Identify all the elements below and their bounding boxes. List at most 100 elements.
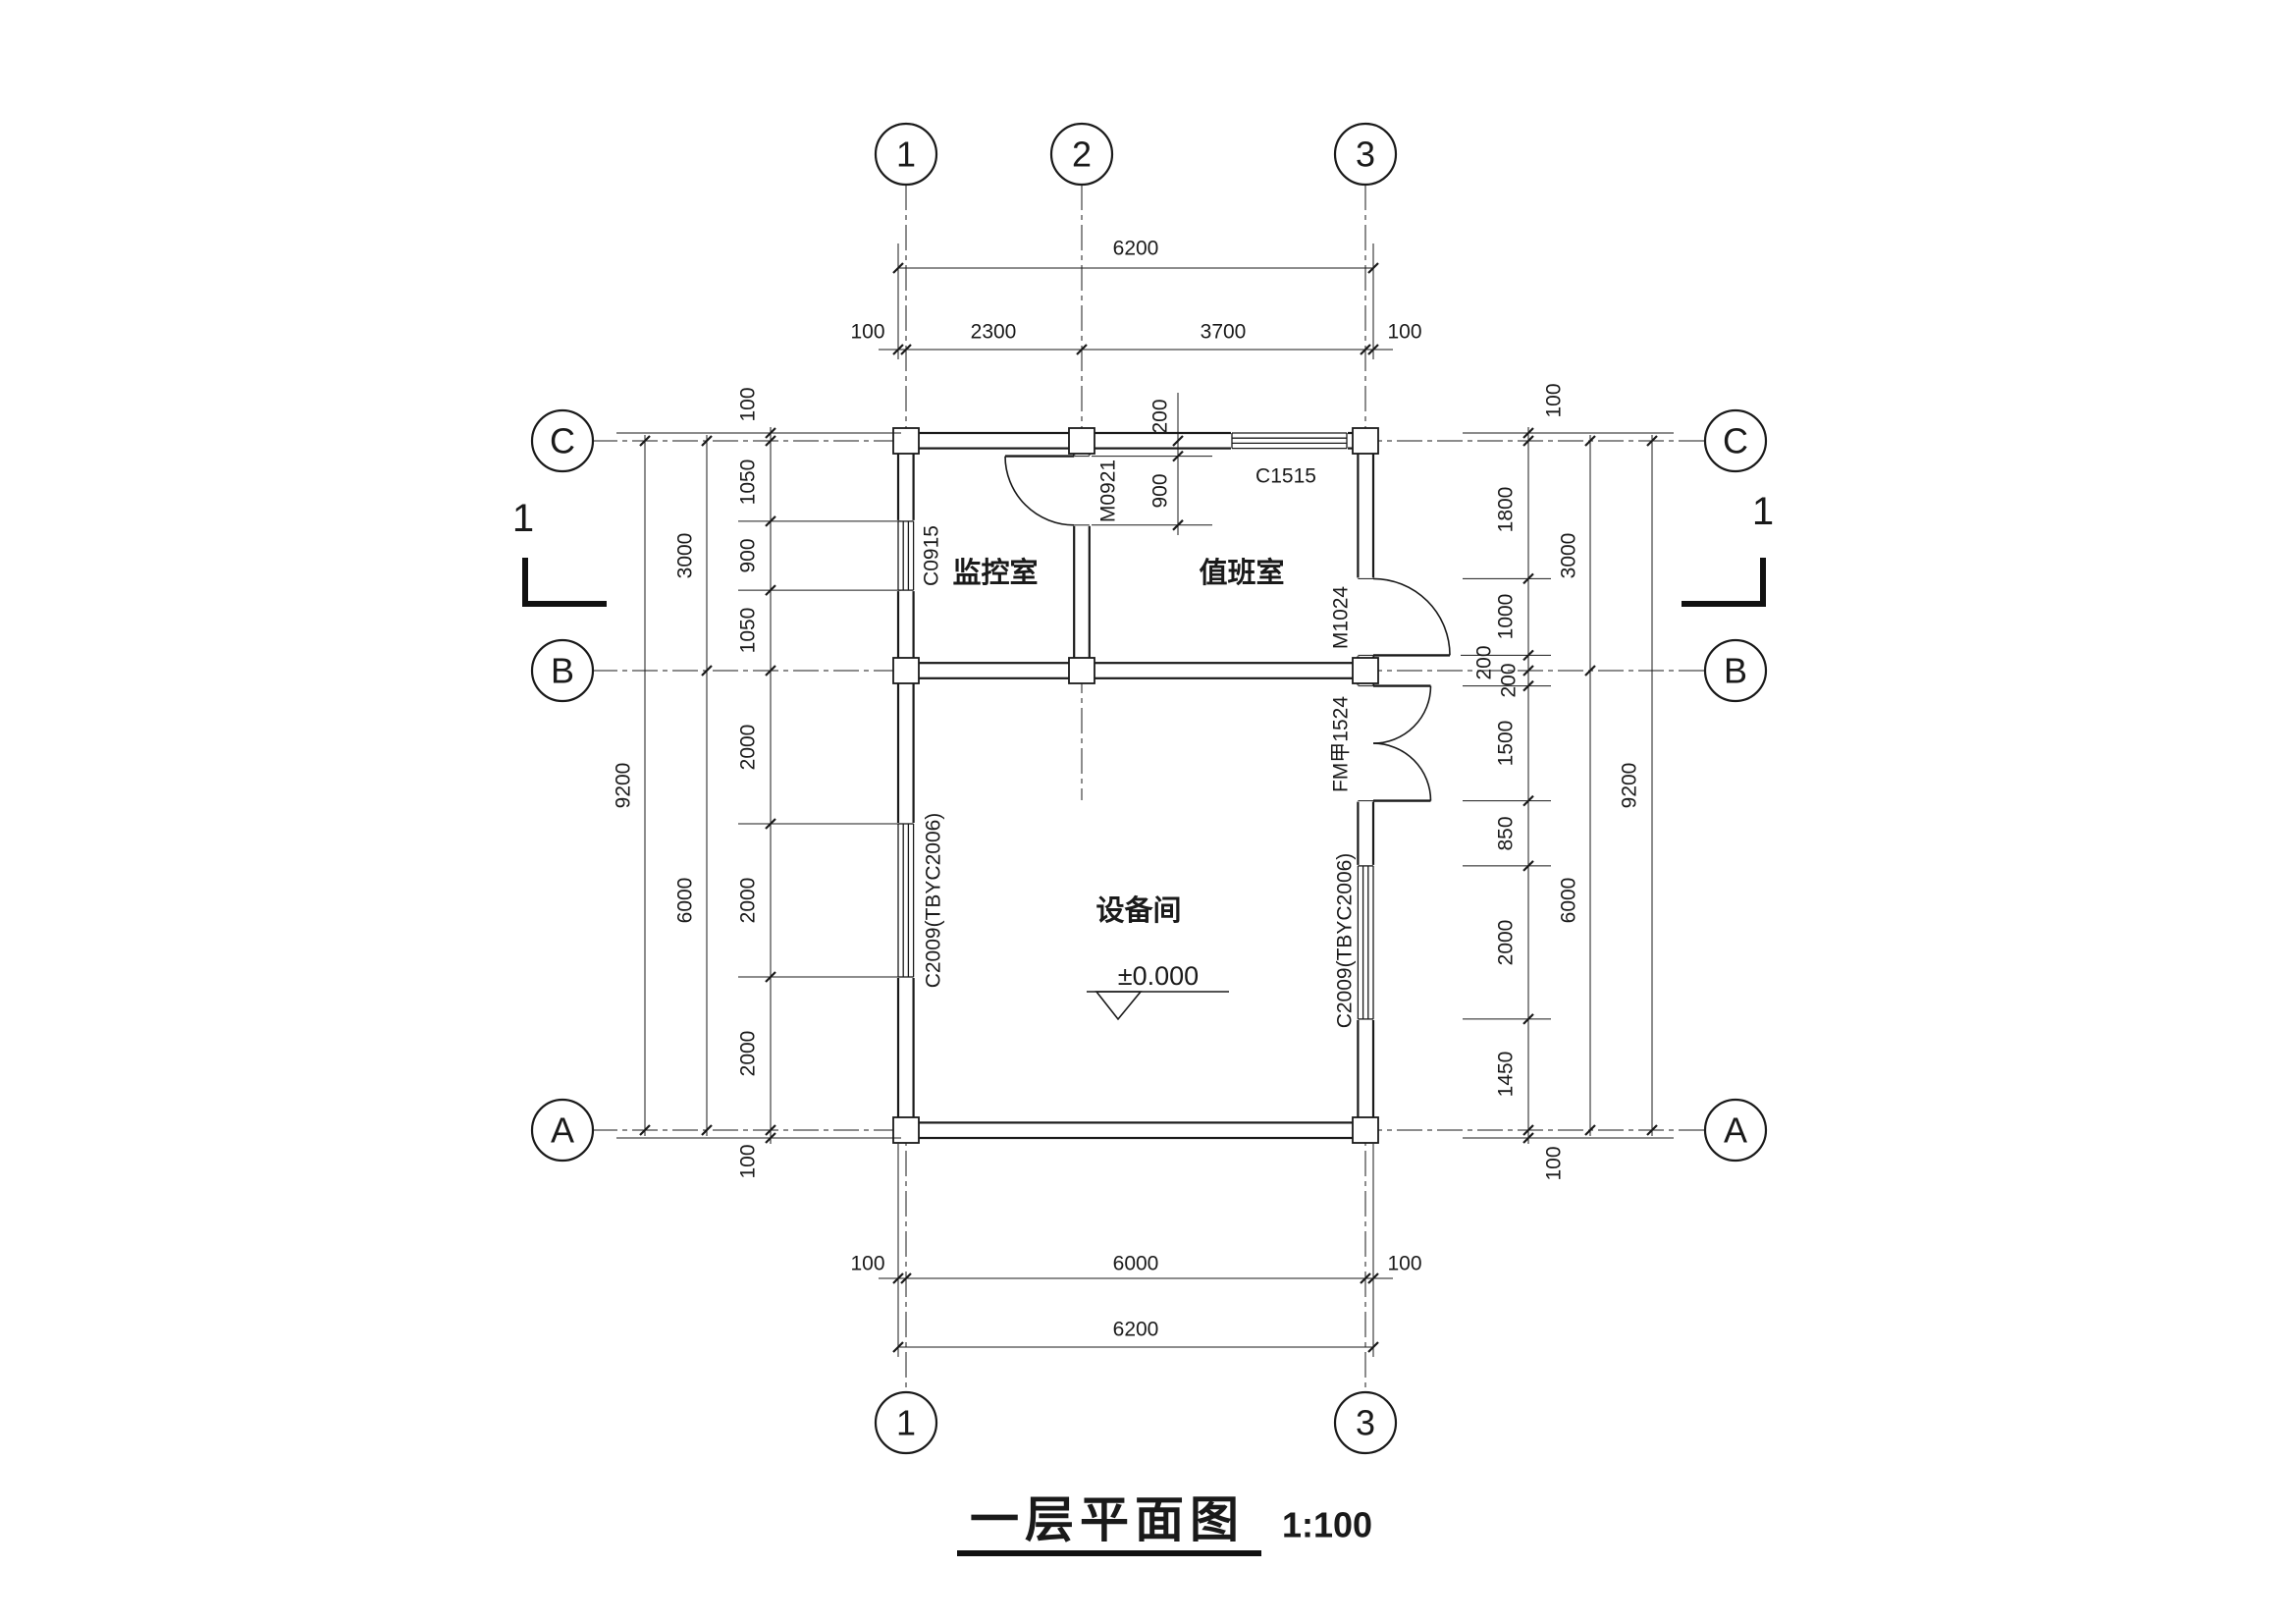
dim-text: 200: [1149, 399, 1172, 433]
room-label-monitoring: 监控室: [952, 556, 1038, 589]
axis-label: A: [1724, 1110, 1747, 1151]
level-triangle-icon: [1095, 991, 1143, 1021]
walls: [896, 431, 1375, 1140]
room-label-duty: 值班室: [1199, 556, 1284, 589]
door-label-m1024: M1024: [1330, 586, 1353, 650]
column: [892, 657, 920, 684]
dim-text: 2000: [737, 725, 760, 771]
fire-door-label: FM甲1524: [1330, 696, 1353, 792]
column: [1068, 427, 1095, 455]
axis-bubble-right-A: [1703, 1098, 1768, 1163]
fire-door-swing-bottom: [1372, 742, 1432, 801]
section-markers: 1 1: [512, 490, 1774, 607]
section-mark-label: 1: [512, 497, 534, 540]
dim-text: 100: [1543, 1146, 1566, 1180]
columns: [892, 427, 1379, 1144]
column: [1352, 427, 1379, 455]
doors: [1004, 455, 1451, 802]
dim-text: 850: [1495, 816, 1518, 850]
axis-grid: [592, 185, 1706, 1393]
dim-text: 2000: [737, 878, 760, 924]
dim-text: 200: [1473, 645, 1496, 679]
dim-text: 1050: [737, 460, 760, 506]
axis-label: B: [1724, 651, 1747, 691]
dim-text: 100: [737, 1144, 760, 1178]
window-label-c2009-right: C2009(TBYC2006): [1334, 853, 1357, 1029]
dim-text: 100: [850, 1253, 884, 1275]
dim-text: 6000: [1558, 878, 1580, 924]
wall-axis-b: [896, 662, 1375, 679]
room-label-equipment: 设备间: [1095, 894, 1181, 927]
wall-bottom: [896, 1121, 1375, 1140]
axis-bubble-bottom-1: [874, 1390, 938, 1455]
column: [1068, 657, 1095, 684]
section-cut-icon: [1682, 558, 1766, 607]
axis-bubble-top-3: [1333, 122, 1398, 187]
level-mark: [1087, 991, 1229, 1021]
drawing-scale: 1:100: [1282, 1505, 1372, 1545]
dim-text: 9200: [1619, 763, 1641, 809]
axis-bubble-bottom-3: [1333, 1390, 1398, 1455]
dim-text: 1000: [1495, 594, 1518, 640]
dim-text: 1800: [1495, 487, 1518, 533]
column: [1352, 657, 1379, 684]
axis-bubble-right-C: [1703, 408, 1768, 473]
axis-bubble-top-2: [1049, 122, 1114, 187]
dim-text: 6000: [674, 878, 697, 924]
dim-text: 900: [737, 538, 760, 572]
dim-text: 100: [1387, 321, 1421, 344]
window-label-c1515: C1515: [1255, 465, 1316, 488]
column: [1352, 1116, 1379, 1144]
column: [892, 427, 920, 455]
axis-label: B: [551, 651, 574, 691]
dim-text: 6200: [1113, 238, 1159, 260]
door-label-m0921: M0921: [1097, 460, 1120, 522]
fire-door-swing-top: [1372, 685, 1432, 744]
axis-bubble-left-B: [530, 638, 595, 703]
axis-label: 1: [896, 135, 916, 175]
axis-label: 3: [1356, 1403, 1375, 1443]
dim-text: 2000: [737, 1031, 760, 1077]
axis-label: 2: [1072, 135, 1092, 175]
dimension-labels: 6200 100 2300 3700 100 100 6000 100 6200…: [613, 238, 1641, 1341]
window-c2009-left: [897, 823, 915, 978]
window-label-c0915: C0915: [921, 525, 943, 586]
dim-text: 2000: [1495, 920, 1518, 966]
axis-label: 1: [896, 1403, 916, 1443]
axis-label: 3: [1356, 135, 1375, 175]
axis-label: C: [1723, 421, 1748, 461]
dim-text: 900: [1149, 473, 1172, 508]
axis-bubble-left-A: [530, 1098, 595, 1163]
dim-text: 3700: [1201, 321, 1247, 344]
dim-text: 9200: [613, 763, 635, 809]
dim-text: 1500: [1495, 721, 1518, 767]
dim-text: 6200: [1113, 1319, 1159, 1341]
axis-label: A: [551, 1110, 574, 1151]
dim-text: 100: [1387, 1253, 1421, 1275]
dim-text: 1450: [1495, 1052, 1518, 1098]
window-c2009-right: [1357, 865, 1374, 1020]
dimension-lines: [616, 243, 1674, 1357]
drawing-title: 一层平面图: [970, 1492, 1245, 1547]
axis-bubble-left-C: [530, 408, 595, 473]
dim-text: 3000: [1558, 533, 1580, 579]
dim-text: 100: [1543, 383, 1566, 417]
column: [892, 1116, 920, 1144]
window-c1515: [1231, 432, 1348, 450]
window-label-c2009-left: C2009(TBYC2006): [923, 813, 945, 989]
dim-text: 2300: [971, 321, 1017, 344]
dimension-tick-marks: [639, 262, 1658, 1353]
axis-label: C: [550, 421, 575, 461]
dim-text: 100: [737, 387, 760, 421]
dim-text: 200: [1498, 663, 1521, 697]
dimension-ticks: [639, 262, 1658, 1353]
title-block: 一层平面图 1:100: [957, 1492, 1372, 1556]
axis-bubble-right-B: [1703, 638, 1768, 703]
dim-text: 3000: [674, 533, 697, 579]
door-m1024-swing: [1372, 577, 1451, 656]
level-value: ±0.000: [1118, 961, 1199, 991]
dim-text: 100: [850, 321, 884, 344]
door-m0921-swing: [1004, 456, 1075, 526]
